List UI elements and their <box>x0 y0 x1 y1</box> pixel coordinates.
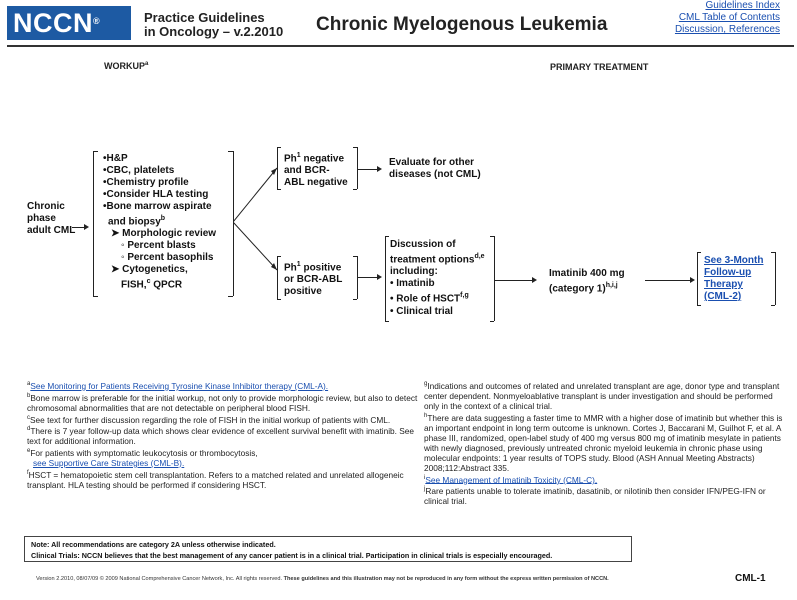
tick <box>277 299 281 300</box>
workup-heading: WORKUPa <box>104 61 149 71</box>
footnote-e: eFor patients with symptomatic leukocyto… <box>27 447 258 468</box>
note-line: Note: All recommendations are category 2… <box>31 540 276 549</box>
page-code: CML-1 <box>735 573 766 584</box>
workup-list: •H&P •CBC, platelets •Chemistry profile … <box>103 153 217 291</box>
bracket-top <box>93 151 98 152</box>
connector <box>357 169 377 170</box>
evaluate-other-diseases-node: Evaluate for other diseases (not CML) <box>389 157 481 180</box>
imatinib-toxicity-link[interactable]: See Management of Imatinib Toxicity (CML… <box>425 474 598 485</box>
tick <box>277 256 281 257</box>
bracket <box>697 252 698 305</box>
tick <box>490 236 494 237</box>
tick <box>771 252 775 253</box>
nccn-logo: NCCN® <box>7 6 131 40</box>
guidelines-line2: in Oncology – v.2.2010 <box>144 24 284 39</box>
arrow-ph-pos <box>377 274 382 280</box>
discussion-options-node: Discussion of treatment optionsd,e inclu… <box>390 239 485 317</box>
tick <box>697 305 701 306</box>
tick <box>697 252 701 253</box>
bracket-left <box>93 151 94 296</box>
tick <box>771 305 775 306</box>
footnote-a: aSee Monitoring for Patients Receiving T… <box>27 380 329 391</box>
footnote-h: hThere are data suggesting a faster time… <box>424 412 783 473</box>
connector <box>72 227 85 228</box>
connector <box>494 280 532 281</box>
footnote-f: fHSCT = hematopoietic stem cell transpla… <box>27 469 404 490</box>
guidelines-version: Practice Guidelines in Oncology – v.2.20… <box>144 11 283 39</box>
tick <box>277 147 281 148</box>
footnotes-left: aSee Monitoring for Patients Receiving T… <box>27 379 422 490</box>
bracket <box>775 252 776 305</box>
discussion-references-link[interactable]: Discussion, References <box>674 24 780 35</box>
bracket <box>357 147 358 189</box>
clinical-trials-note: Clinical Trials: NCCN believes that the … <box>31 551 553 560</box>
ph-pos-bracket <box>277 256 278 299</box>
bracket-right-bottom <box>228 296 233 297</box>
footnotes-right: gIndications and outcomes of related and… <box>424 379 784 506</box>
page-title: Chronic Myelogenous Leukemia <box>316 14 608 35</box>
bracket <box>494 236 495 321</box>
footnote-g: gIndications and outcomes of related and… <box>424 380 780 411</box>
tick <box>277 189 281 190</box>
discussion-bracket <box>385 236 386 321</box>
arrow-start <box>84 224 89 230</box>
tick <box>385 321 389 322</box>
connector <box>645 280 690 281</box>
footnote-j: jRare patients unable to tolerate imatin… <box>424 486 766 507</box>
connector <box>357 277 377 278</box>
tick <box>385 236 389 237</box>
ph-positive-node: Ph1 positive or BCR-ABL positive <box>284 261 343 298</box>
footer-copyright: Version 2.2010, 08/07/09 © 2009 National… <box>36 576 609 582</box>
arrow-discussion <box>532 277 537 283</box>
monitoring-tki-link[interactable]: See Monitoring for Patients Receiving Ty… <box>30 380 329 391</box>
footnote-d: dThere is 7 year follow-up data which sh… <box>27 426 415 447</box>
bracket-right <box>233 151 234 296</box>
tick <box>490 321 494 322</box>
arrow-imatinib <box>690 277 695 283</box>
imatinib-node: Imatinib 400 mg (category 1)h,i,j <box>549 268 625 295</box>
ph-negative-node: Ph1 negative and BCR- ABL negative <box>284 152 348 189</box>
header-divider <box>7 45 794 47</box>
footnote-b: bBone marrow is preferable for the initi… <box>27 392 418 413</box>
bracket-bottom <box>93 296 98 297</box>
arrow-ph-neg <box>377 166 382 172</box>
guidelines-index-link[interactable]: Guidelines Index <box>705 0 781 11</box>
bracket-right-top <box>228 151 233 152</box>
footnote-i: iSee Management of Imatinib Toxicity (CM… <box>424 474 598 485</box>
footnote-c: cSee text for further discussion regardi… <box>27 414 391 425</box>
cml-toc-link[interactable]: CML Table of Contents <box>678 12 780 23</box>
tick <box>353 147 357 148</box>
note-box: Note: All recommendations are category 2… <box>24 536 632 562</box>
primary-treatment-heading: PRIMARY TREATMENT <box>550 62 649 72</box>
tick <box>353 256 357 257</box>
header-links: Guidelines Index CML Table of Contents D… <box>675 0 780 36</box>
ph-neg-bracket <box>277 147 278 189</box>
followup-therapy-link[interactable]: See 3-Month Follow-up Therapy (CML-2) <box>704 255 764 302</box>
supportive-care-link[interactable]: see Supportive Care Strategies (CML-B). <box>33 457 185 468</box>
branch-connectors <box>233 167 278 271</box>
tick <box>353 189 357 190</box>
guidelines-line1: Practice Guidelines <box>144 10 265 25</box>
tick <box>353 299 357 300</box>
